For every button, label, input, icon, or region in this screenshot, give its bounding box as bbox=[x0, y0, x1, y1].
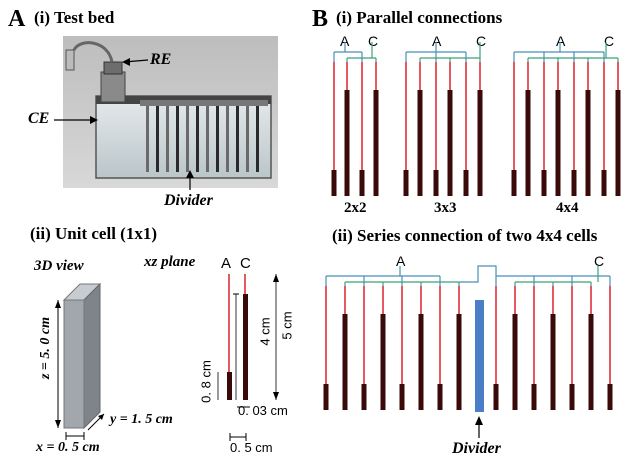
view3d-label: 3D view bbox=[34, 258, 84, 274]
panel-b-letter: B bbox=[312, 6, 329, 32]
series-right-anode-3-tip bbox=[607, 384, 613, 410]
series-left-anode-3-tip bbox=[437, 384, 443, 410]
tank-plate bbox=[146, 106, 149, 172]
series-divider bbox=[475, 300, 484, 412]
group-4x4-cathode-1-body bbox=[555, 90, 561, 196]
group-2x2-anode-0-tip bbox=[331, 170, 337, 196]
series-title: (ii) Series connection of two 4x4 cells bbox=[332, 226, 598, 245]
series-right-cathode-1-body bbox=[550, 314, 556, 410]
x-dim-label: x = 0. 5 cm bbox=[36, 440, 100, 455]
group-3x3-cathode: C bbox=[476, 33, 487, 49]
series-left-anode-0-tip bbox=[323, 384, 329, 410]
group-3x3-anode-2-tip bbox=[463, 170, 469, 196]
xz-plane-label: xz plane bbox=[144, 254, 196, 270]
series-right-anode-0-tip bbox=[493, 384, 499, 410]
y-dim-label: y = 1. 5 cm bbox=[110, 412, 173, 427]
tank-plate bbox=[216, 106, 219, 172]
series-link bbox=[459, 265, 497, 283]
group-4x4-cathode-3-body bbox=[615, 90, 621, 196]
tank-plate bbox=[206, 106, 209, 172]
unit-cathode-label: C bbox=[240, 255, 251, 272]
series-left-cathode-1-body bbox=[380, 314, 386, 410]
tank-plate bbox=[196, 106, 199, 172]
group-3x3-anode: A bbox=[432, 33, 442, 49]
group-3x3-cathode-2-body bbox=[477, 90, 483, 196]
group-4x4-anode-1-tip bbox=[541, 170, 547, 196]
panel-a-letter: A bbox=[8, 6, 26, 32]
unit-anode-label: A bbox=[221, 255, 232, 272]
series-left-cathode-0-body bbox=[342, 314, 348, 410]
dim-5-label: 5 cm bbox=[279, 311, 295, 340]
group-2x2-cathode: C bbox=[368, 33, 379, 49]
group-4x4-anode-2-tip bbox=[571, 170, 577, 196]
series-left-cathode-3-body bbox=[456, 314, 462, 410]
group-4x4-cathode: C bbox=[604, 33, 615, 49]
dim-4-label: 4 cm bbox=[257, 317, 273, 346]
test-bed-title: (i) Test bed bbox=[34, 8, 115, 27]
ce-label: CE bbox=[28, 110, 50, 127]
series-cathode-label: C bbox=[594, 253, 605, 269]
series-right-cathode-2-body bbox=[588, 314, 594, 410]
group-4x4-anode-3-tip bbox=[601, 170, 607, 196]
tank-plate bbox=[166, 106, 169, 172]
series-right-anode-2-tip bbox=[569, 384, 575, 410]
group-2x2-label: 2x2 bbox=[344, 200, 367, 216]
tank-plate bbox=[236, 106, 239, 172]
tank-plate bbox=[176, 106, 179, 172]
tank-plate bbox=[226, 106, 229, 172]
group-4x4-cathode-2-body bbox=[585, 90, 591, 196]
group-3x3-label: 3x3 bbox=[434, 200, 457, 216]
group-3x3-anode-1-tip bbox=[433, 170, 439, 196]
group-3x3-cathode-0-body bbox=[417, 90, 423, 196]
series-right-anode-1-tip bbox=[531, 384, 537, 410]
series-divider-label: Divider bbox=[452, 440, 501, 457]
group-4x4-label: 4x4 bbox=[556, 200, 579, 216]
unit-cell-title: (ii) Unit cell (1x1) bbox=[30, 224, 157, 243]
re-label: RE bbox=[150, 51, 172, 68]
group-3x3-cathode-1-body bbox=[447, 90, 453, 196]
group-3x3-anode-0-tip bbox=[403, 170, 409, 196]
series-left-cathode-2-body bbox=[418, 314, 424, 410]
group-2x2-anode-1-tip bbox=[359, 170, 365, 196]
parallel-title: (i) Parallel connections bbox=[336, 8, 503, 27]
z-dim-label: z = 5. 0 cm bbox=[38, 316, 53, 380]
divider-label-a: Divider bbox=[164, 192, 213, 209]
series-right-cathode-0-body bbox=[512, 314, 518, 410]
group-2x2-cathode-1-body bbox=[373, 90, 379, 196]
group-2x2-cathode-0-body bbox=[344, 90, 350, 196]
series-left-anode-1-tip bbox=[361, 384, 367, 410]
group-4x4-anode-0-tip bbox=[511, 170, 517, 196]
group-4x4-anode: A bbox=[556, 33, 566, 49]
tank-plate bbox=[186, 106, 189, 172]
series-left-anode-2-tip bbox=[399, 384, 405, 410]
tank-plate bbox=[156, 106, 159, 172]
tank-plate bbox=[256, 106, 259, 172]
group-4x4-cathode-0-body bbox=[525, 90, 531, 196]
dim-003-label: 0. 03 cm bbox=[238, 403, 288, 418]
dim-05-label: 0. 5 cm bbox=[230, 440, 273, 455]
group-2x2-anode: A bbox=[340, 33, 350, 49]
series-anode-label: A bbox=[396, 253, 406, 269]
dim-08-label: 0. 8 cm bbox=[198, 360, 214, 403]
tank-plate bbox=[246, 106, 249, 172]
divider-arrow-head bbox=[475, 416, 483, 425]
